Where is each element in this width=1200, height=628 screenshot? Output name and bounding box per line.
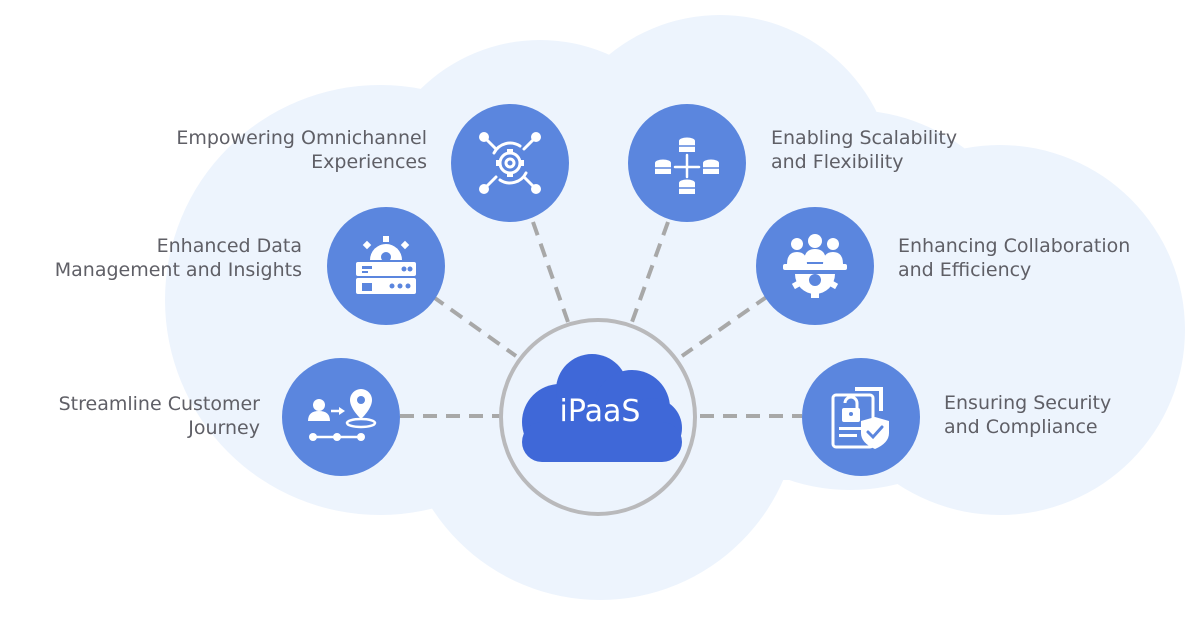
node-omnichannel <box>451 104 569 222</box>
database-distribution-icon <box>655 137 719 194</box>
node-collaboration <box>756 207 874 325</box>
connector-data <box>430 294 518 358</box>
connector-collaboration <box>680 294 770 358</box>
node-security <box>802 358 920 476</box>
label-scalability: Enabling Scalability and Flexibility <box>771 127 958 173</box>
connector-omnichannel <box>531 221 570 323</box>
node-data <box>327 207 445 325</box>
connector-scalability <box>630 221 670 323</box>
team-gear-icon <box>783 234 847 298</box>
customer-journey-icon <box>308 389 377 441</box>
node-scalability <box>628 104 746 222</box>
label-data: Enhanced Data Management and Insights <box>54 235 302 281</box>
label-journey: Streamline Customer Journey <box>58 393 260 439</box>
label-omnichannel: Empowering Omnichannel Experiences <box>176 127 427 173</box>
ipaas-cloud-icon <box>522 354 682 462</box>
label-collaboration: Enhancing Collaboration and Efficiency <box>898 235 1131 281</box>
hub-label: iPaaS <box>559 394 641 429</box>
ipaas-hub-ring <box>499 318 697 516</box>
data-server-icon <box>356 236 416 294</box>
gear-arrows-icon <box>479 132 541 194</box>
label-security: Ensuring Security and Compliance <box>944 392 1112 438</box>
security-compliance-icon <box>831 387 889 449</box>
node-journey <box>282 358 400 476</box>
